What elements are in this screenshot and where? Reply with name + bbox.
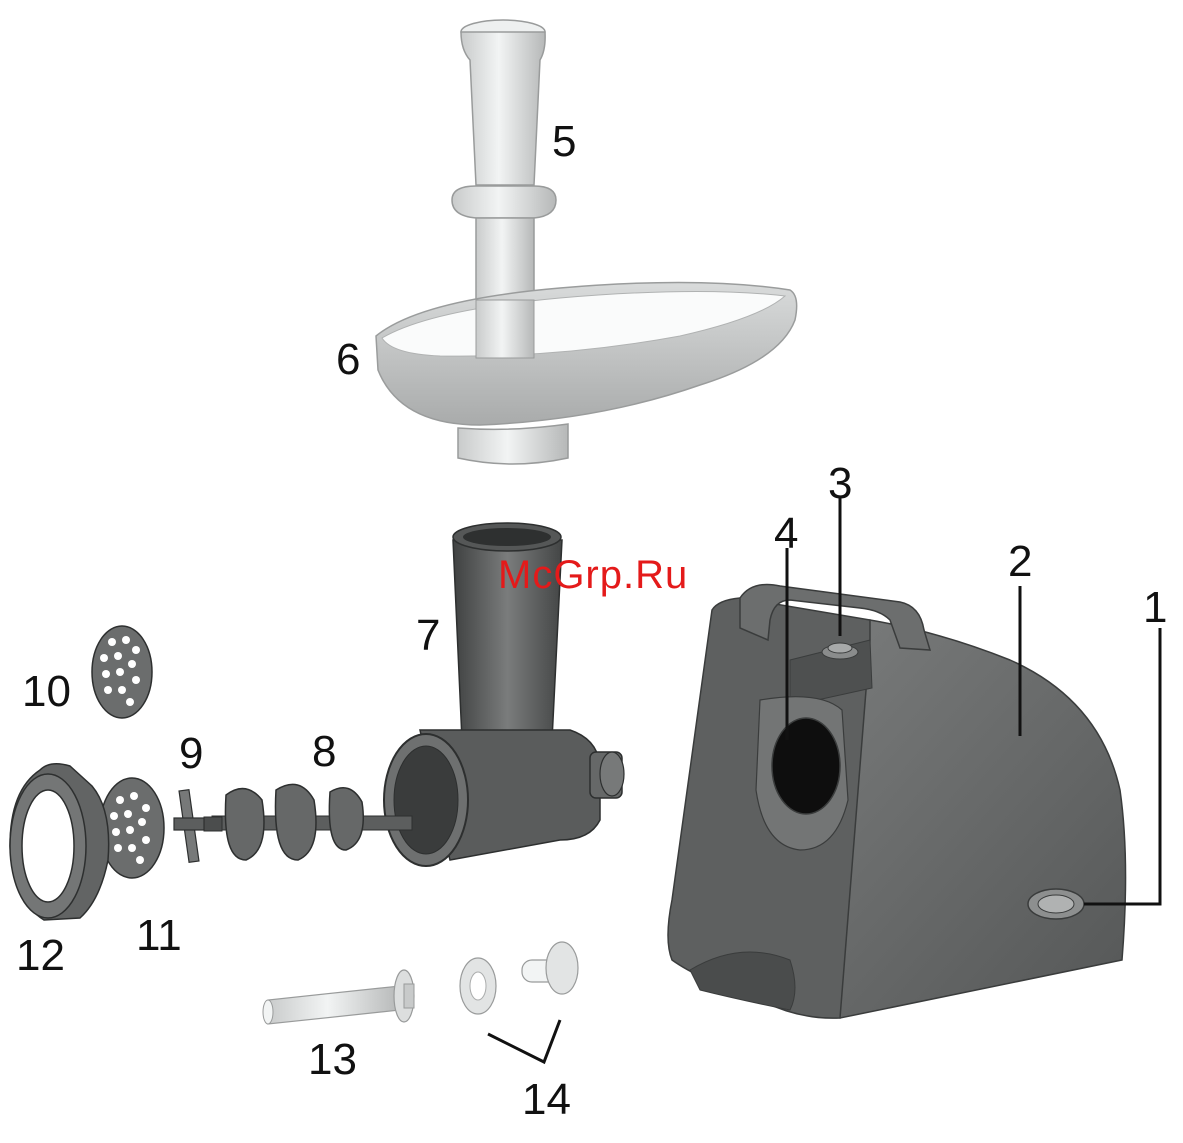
label-8: 8 [312,730,336,774]
fine-plate-part [100,778,164,878]
label-10: 10 [22,670,71,714]
coarse-plate-part [92,626,152,718]
label-7: 7 [416,614,440,658]
ring-nut-part [10,764,109,920]
motor-body [668,585,1126,1019]
label-11: 11 [136,914,182,958]
label-3: 3 [828,462,852,506]
kebbe-attachment-part [460,942,578,1062]
sausage-nozzle-part [263,970,414,1024]
label-14: 14 [522,1078,571,1122]
label-6: 6 [336,338,360,382]
label-12: 12 [16,934,65,978]
label-2: 2 [1008,540,1032,584]
label-1: 1 [1143,586,1167,630]
label-9: 9 [179,732,203,776]
blade-part [174,790,204,863]
label-13: 13 [308,1038,357,1082]
label-4: 4 [774,512,798,556]
auger-part [204,784,412,860]
label-5: 5 [552,120,576,164]
tray-part [376,282,797,464]
watermark: McGrp.Ru [498,553,688,598]
